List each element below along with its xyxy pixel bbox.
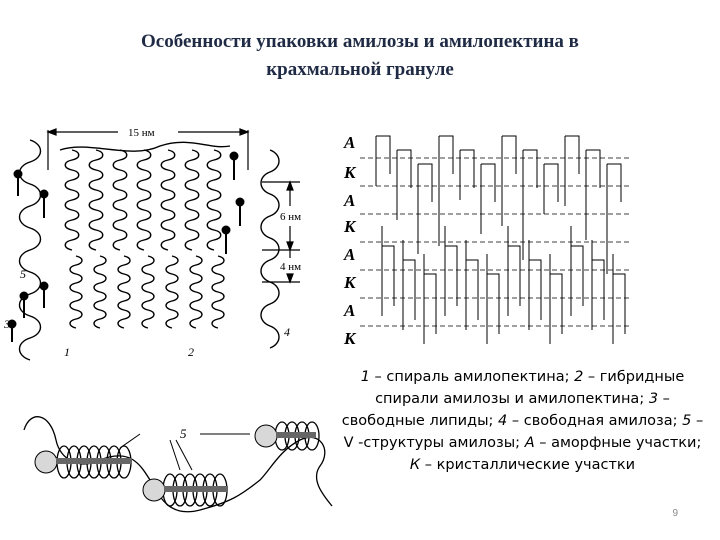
chain-branch bbox=[397, 149, 412, 188]
chain-branch bbox=[439, 135, 454, 174]
zone-label-a3: А bbox=[343, 245, 355, 264]
legend-caption: 1 – спираль амилопектина; 2 – гибридные … bbox=[340, 366, 705, 476]
height-label-4nm: 4 нм bbox=[280, 261, 301, 273]
chain-branch bbox=[460, 149, 475, 188]
amylose-strand-right bbox=[260, 149, 280, 349]
lipid-head-1 bbox=[34, 450, 58, 474]
chain-lower-branch bbox=[487, 273, 500, 334]
lipid-tail-1 bbox=[56, 458, 132, 464]
bottom-label-5: 5 bbox=[180, 426, 187, 441]
helix-upper bbox=[112, 149, 128, 251]
chain-lower-branch bbox=[424, 273, 437, 334]
chain-lower-branch bbox=[550, 273, 563, 334]
label-2: 2 bbox=[188, 345, 194, 359]
amylose-strand-left bbox=[18, 139, 42, 361]
legend-text-5: – V -структуры амилозы; bbox=[343, 413, 704, 451]
pointer-lines bbox=[119, 433, 250, 471]
page-number: 9 bbox=[672, 508, 678, 519]
legend-text-4: – свободная амилоза; bbox=[507, 413, 683, 429]
lipid-markers bbox=[7, 151, 245, 342]
legend-num-k: К bbox=[409, 457, 421, 473]
helix-upper bbox=[206, 149, 222, 251]
branch-top bbox=[59, 141, 231, 152]
chain-branch bbox=[607, 163, 622, 202]
chain-lower-branch bbox=[571, 245, 584, 306]
zone-label-k3: К bbox=[343, 273, 357, 292]
zone-label-a1: А bbox=[343, 133, 355, 152]
helix-lower bbox=[189, 255, 203, 329]
chain-lower-branch bbox=[445, 245, 458, 306]
helix-lower bbox=[141, 255, 155, 329]
legend-num-5: 5 bbox=[682, 413, 692, 429]
zone-label-a4: А bbox=[343, 301, 355, 320]
chain-branch bbox=[502, 135, 517, 174]
amylose-strand bbox=[23, 416, 333, 513]
v-structure-diagram: 5 bbox=[23, 416, 333, 513]
chain-lower-branch bbox=[613, 273, 626, 334]
helix-upper bbox=[88, 149, 104, 251]
chain-lower-branch bbox=[466, 259, 479, 320]
helix-lower bbox=[117, 255, 131, 329]
slide-title: Особенности упаковки амилозы и амилопект… bbox=[60, 28, 660, 84]
chain-branch bbox=[523, 149, 538, 188]
chain-lower-branch bbox=[592, 259, 605, 320]
lipid-head-3 bbox=[142, 478, 166, 502]
legend-num-2: 2 bbox=[574, 369, 584, 385]
zone-label-a2: А bbox=[343, 191, 355, 210]
height-label-6nm: 6 нм bbox=[280, 211, 301, 223]
zone-label-k2: К bbox=[343, 217, 357, 236]
zone-labels: А К А К А К А К bbox=[343, 133, 357, 348]
legend-text-k: – кристаллические участки bbox=[420, 457, 636, 473]
zone-label-k1: К bbox=[343, 163, 357, 182]
branch-chains bbox=[375, 135, 626, 344]
cluster-model-diagram: А К А К А К А К bbox=[343, 133, 630, 348]
legend-text-2: – гибридные спирали амилозы и амилопекти… bbox=[375, 369, 685, 407]
chain-lower-branch bbox=[529, 259, 542, 320]
chain-branch bbox=[376, 135, 391, 174]
label-4: 4 bbox=[284, 325, 290, 339]
lipid-tail-3 bbox=[164, 486, 228, 492]
helix-lower bbox=[93, 255, 107, 329]
height-brackets bbox=[262, 180, 300, 284]
legend-text-3: – свободные липиды; bbox=[341, 391, 670, 429]
chain-lower-branch bbox=[508, 245, 521, 306]
helix-group bbox=[18, 139, 280, 361]
helix-upper bbox=[64, 149, 80, 251]
label-1: 1 bbox=[64, 345, 70, 359]
chain-branch bbox=[565, 135, 580, 174]
helix-packing-diagram: 15 нм 6 нм 4 нм 5 3 1 2 4 bbox=[3, 127, 301, 361]
zone-lines bbox=[360, 157, 630, 327]
lipid-rods bbox=[34, 424, 316, 502]
chain-branch bbox=[586, 149, 601, 188]
zone-label-k4: К bbox=[343, 329, 357, 348]
chain-branch bbox=[481, 163, 496, 202]
label-5: 5 bbox=[20, 267, 26, 281]
lipid-head-2 bbox=[254, 424, 278, 448]
legend-text-a: – аморфные участки; bbox=[534, 435, 702, 451]
chain-lower-branch bbox=[382, 245, 395, 306]
title-line-2: крахмальной грануле bbox=[266, 59, 454, 80]
legend-num-a: А bbox=[524, 435, 535, 451]
legend-num-3: 3 bbox=[648, 391, 659, 407]
lipid-tail-2 bbox=[276, 432, 316, 438]
width-bracket bbox=[46, 128, 250, 170]
helix-lower bbox=[69, 255, 83, 329]
helix-upper bbox=[160, 149, 176, 251]
title-line-1: Особенности упаковки амилозы и амилопект… bbox=[141, 31, 579, 52]
label-3: 3 bbox=[3, 317, 10, 331]
chain-branch bbox=[544, 163, 559, 202]
legend-num-4: 4 bbox=[498, 413, 508, 429]
helix-lower bbox=[165, 255, 179, 329]
helix-upper bbox=[184, 149, 200, 251]
helix-upper bbox=[136, 149, 152, 251]
helix-lower bbox=[211, 255, 225, 329]
chain-lower-branch bbox=[403, 259, 416, 320]
legend-text-1: – спираль амилопектина; bbox=[369, 369, 575, 385]
chain-branch bbox=[418, 163, 433, 202]
width-label: 15 нм bbox=[128, 127, 155, 139]
legend-num-1: 1 bbox=[360, 369, 370, 385]
